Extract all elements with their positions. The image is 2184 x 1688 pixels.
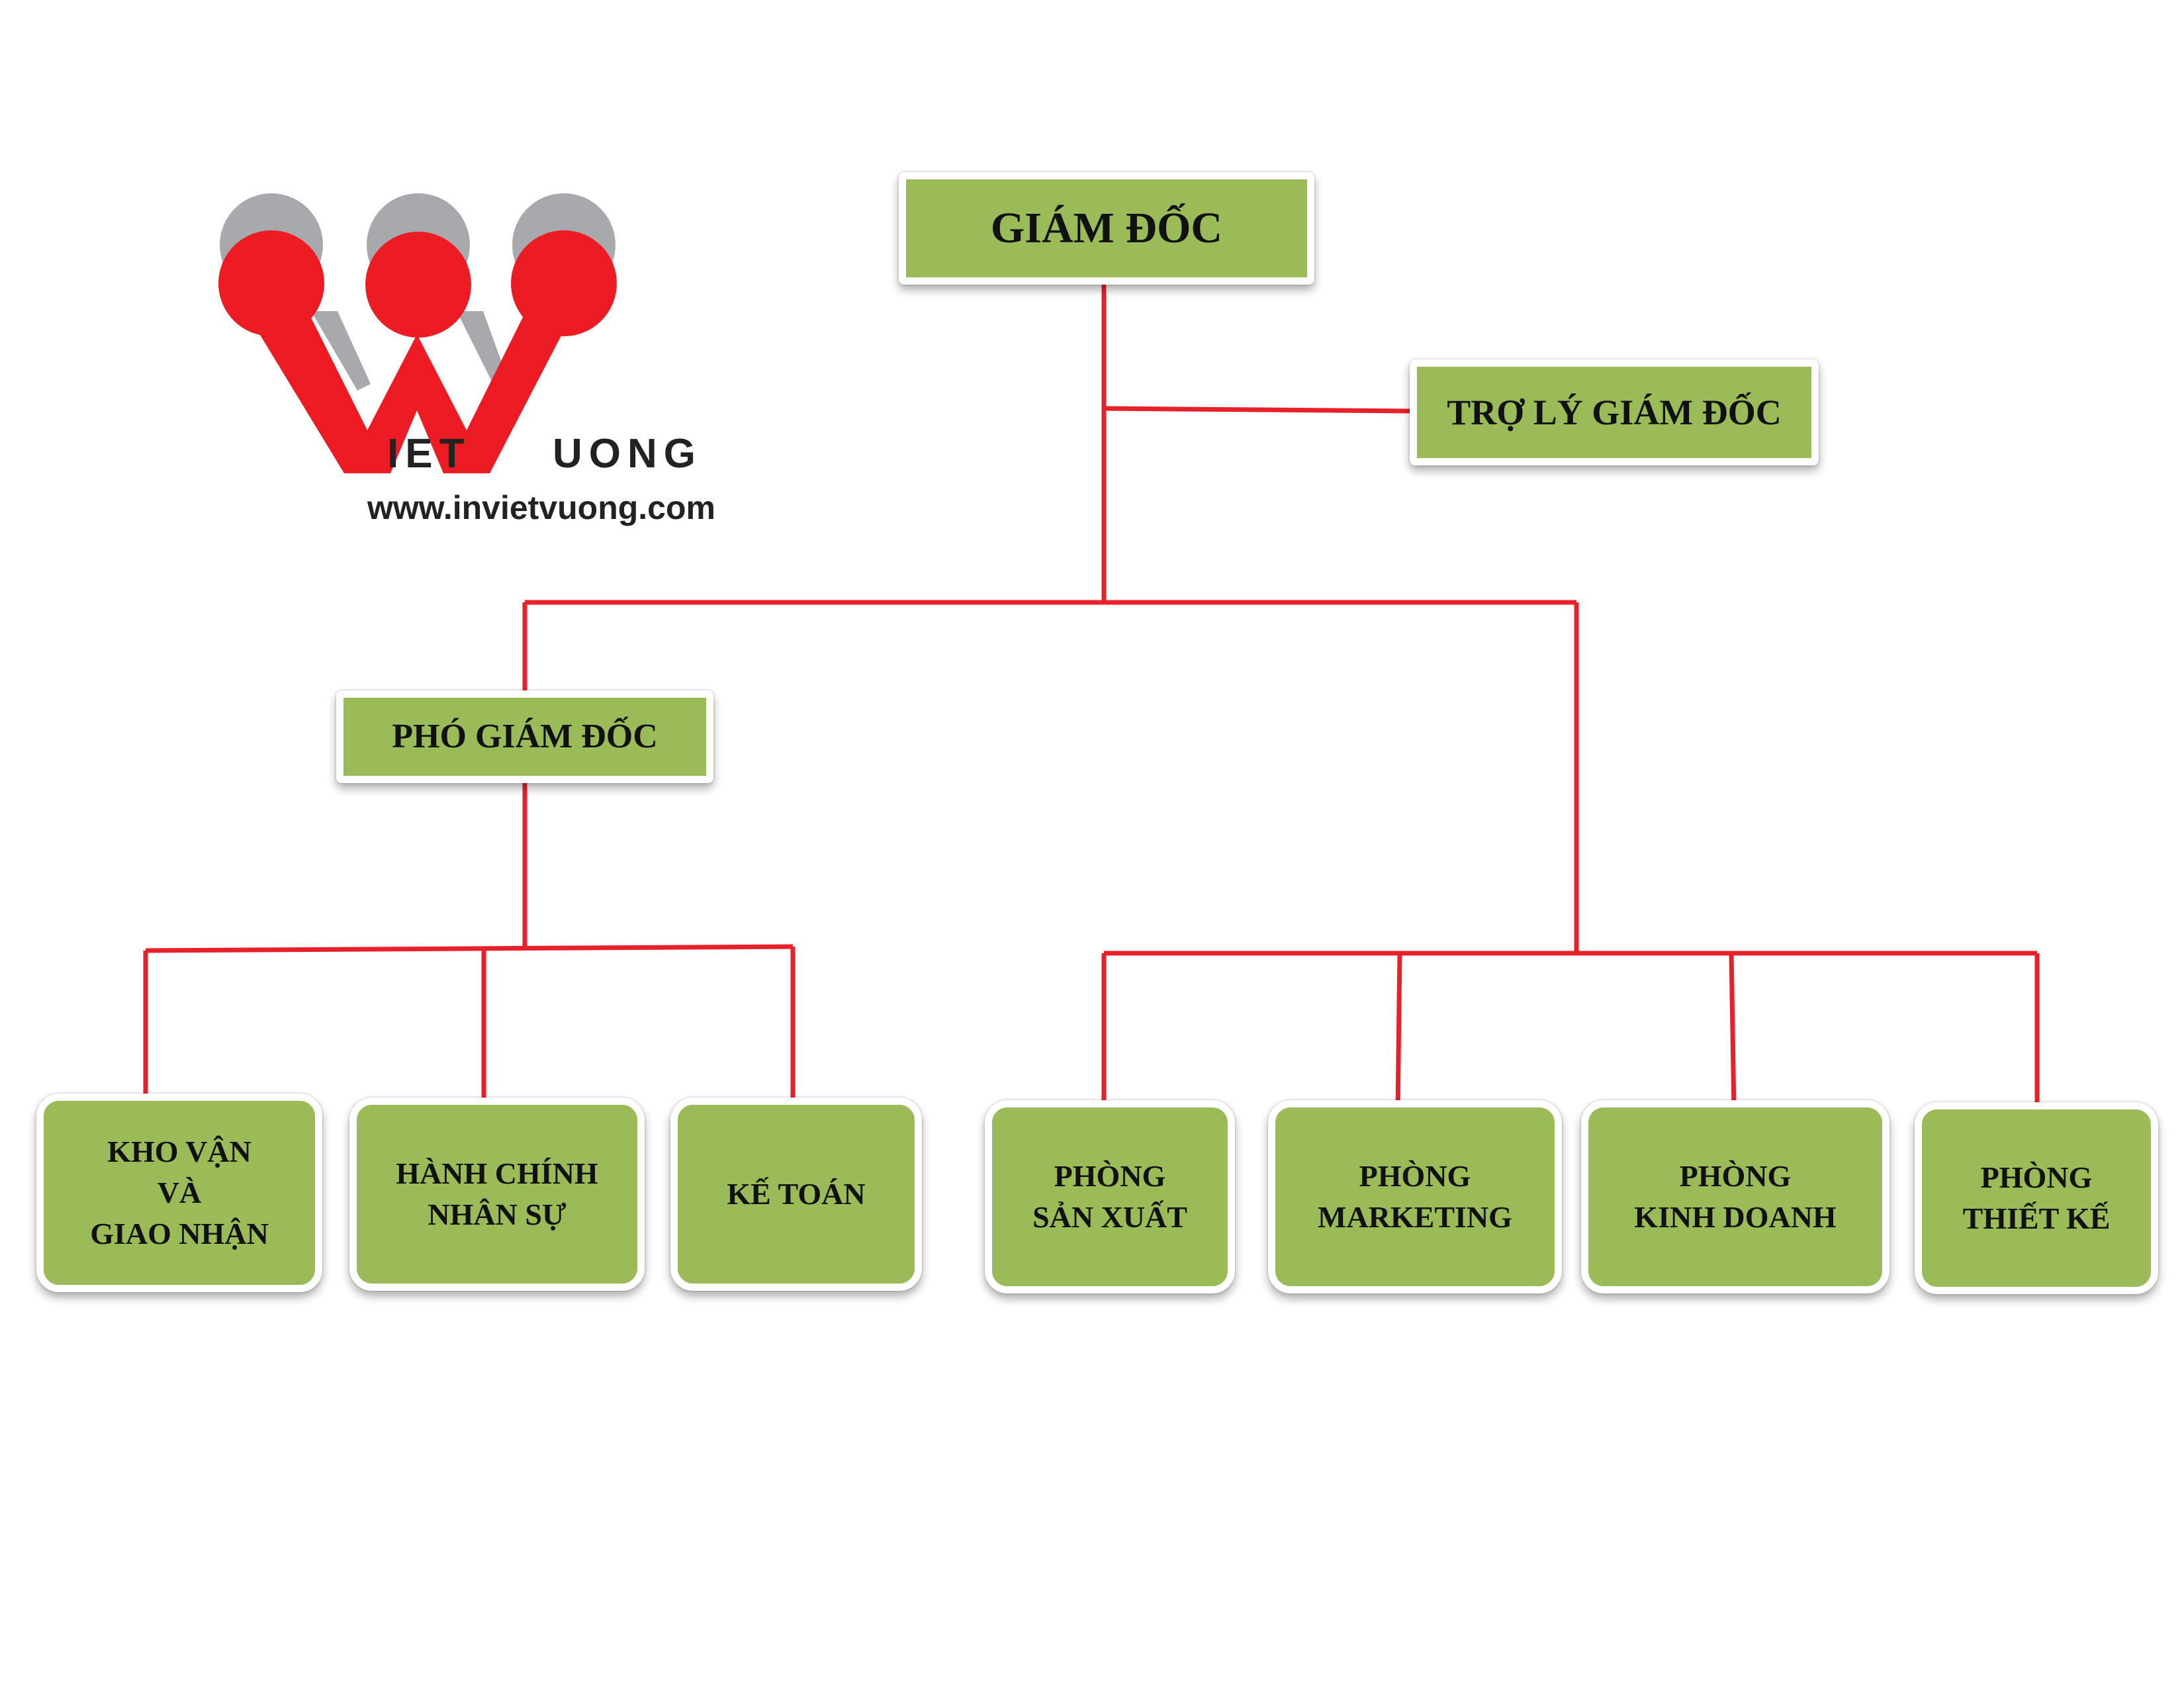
node-admin-hr: HÀNH CHÍNH NHÂN SỰ [349,1098,645,1291]
logo-red-circle-1 [218,230,324,336]
vietvuong-logo [218,193,617,473]
connector-assistant [1103,406,1414,414]
node-director: GIÁM ĐỐC [899,172,1314,285]
logo-website-url: www.invietvuong.com [367,489,715,526]
node-accounting: KẾ TOÁN [670,1098,922,1291]
connector-left-bus [145,944,794,953]
logo-gray-v-left [311,311,371,391]
logo-wordmark-suffix: UONG [553,431,702,477]
logo-red-circle-3 [511,230,617,336]
logo-red-circle-2 [365,232,471,338]
node-logistics: KHO VẬN VÀ GIAO NHẬN [36,1094,322,1292]
connector-to-marketing [1395,953,1402,1111]
node-production: PHÒNG SẢN XUẤT [985,1100,1235,1293]
logo-red-w [242,301,579,473]
node-design: PHÒNG THIẾT KẾ [1915,1102,2158,1294]
connector-to-sales [1729,953,1737,1111]
node-assistant: TRỢ LÝ GIÁM ĐỐC [1410,359,1819,465]
logo-wordmark-prefix: IET [387,431,471,477]
node-sales: PHÒNG KINH DOANH [1581,1100,1889,1293]
node-marketing: PHÒNG MARKETING [1268,1100,1562,1293]
node-deputy: PHÓ GIÁM ĐỐC [336,690,713,783]
